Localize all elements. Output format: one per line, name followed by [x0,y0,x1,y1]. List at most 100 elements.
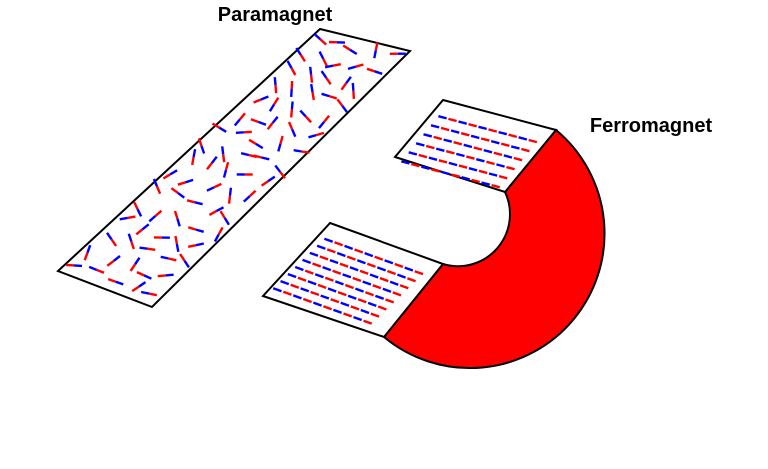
spin-aligned-dash [423,133,433,138]
spin-blue-half [86,244,92,254]
spin-red-half [279,135,284,145]
spin-aligned-dash [350,305,360,311]
spin-red-half [217,226,224,235]
spin-red-half [323,114,331,123]
ferromagnet-label: Ferromagnet [590,115,713,137]
spin-blue-half [374,70,383,75]
spin-aligned-dash [476,158,485,163]
spin-aligned-dash [404,266,414,272]
spin-aligned-dash [421,165,430,170]
spin-aligned-dash [500,142,510,148]
spin-red-half [332,63,342,67]
spin-blue-half [141,223,150,231]
spin-red-half [352,90,356,99]
spin-aligned-dash [356,259,366,265]
spin-red-half [227,195,232,204]
spin-blue-half [277,143,282,152]
spin-aligned-dash [282,290,292,296]
spin-aligned-dash [401,160,410,165]
spin-aligned-dash [287,272,297,279]
spin-aligned-dash [480,137,490,142]
spin-blue-half [221,146,225,155]
spin-blue-half [318,51,325,60]
spin-aligned-dash [369,273,379,279]
spin-red-half [322,58,328,67]
spin-blue-half [206,186,215,192]
spin-aligned-dash [349,266,359,272]
spin-blue-half [255,142,264,150]
spin-aligned-dash [272,287,282,293]
spin-aligned-dash [486,160,495,166]
spin-aligned-dash [463,143,473,149]
spin-blue-half [88,265,98,272]
spin-red-half [110,238,118,247]
spin-red-half [273,96,280,106]
spin-blue-half [169,169,178,176]
spin-aligned-dash [438,159,448,164]
spin-aligned-dash [302,297,313,304]
spin-red-half [170,187,179,194]
spin-blue-half [223,217,230,226]
spin-red-half [147,247,156,251]
spin-aligned-dash [425,144,435,150]
spin-aligned-dash [309,251,319,257]
spin-aligned-dash [302,258,312,265]
spin-red-half [187,244,197,248]
spin-red-half [191,156,195,166]
spin-aligned-dash [518,136,528,141]
spin-blue-half [271,115,279,124]
spin-aligned-dash [498,174,508,180]
spin-blue-half [291,128,297,138]
ferromagnet-horseshoe [261,98,606,370]
spin-blue-half [152,178,159,187]
paramagnet-label: Paramagnet [218,4,333,26]
spin-aligned-dash [354,248,364,254]
spin-aligned-dash [471,178,480,184]
spin-aligned-dash [382,287,392,293]
spin-blue-half [349,48,358,56]
spin-aligned-dash [428,156,438,161]
spin-blue-half [177,191,186,199]
spin-blue-half [341,104,348,113]
spin-aligned-dash [445,150,455,155]
spin-aligned-dash [353,315,363,322]
spin-aligned-dash [300,287,310,293]
spin-aligned-dash [528,138,538,144]
spin-aligned-dash [490,139,500,145]
spin-aligned-dash [343,312,353,318]
spin-aligned-dash [314,273,324,279]
spin-aligned-dash [461,176,471,181]
spin-aligned-dash [448,117,457,123]
spin-aligned-dash [510,145,520,150]
spin-aligned-dash [337,290,347,297]
spin-aligned-dash [292,294,302,300]
spin-aligned-dash [322,305,333,311]
spin-red-half [336,98,344,107]
spin-red-half [260,180,269,187]
spin-blue-half [320,70,328,79]
spin-aligned-dash [336,251,346,258]
spin-aligned-dash [513,156,523,162]
spin-aligned-dash [332,269,342,275]
horseshoe-upper-arm [393,98,558,194]
spin-red-half [301,150,310,154]
spin-aligned-dash [394,262,404,269]
spin-aligned-dash [433,135,443,141]
spin-red-half [290,109,294,118]
paramagnet-outline [56,27,412,309]
spin-aligned-dash [488,172,498,177]
spin-aligned-dash [506,165,515,171]
spin-aligned-dash [280,279,290,286]
spin-aligned-dash [346,255,356,261]
spin-aligned-dash [483,148,493,154]
ferromagnet-lower-spins [272,237,424,325]
spin-red-half [96,268,105,274]
spin-aligned-dash [488,128,498,133]
spin-red-half [253,98,262,104]
spin-red-half [340,82,348,91]
spin-red-half [107,277,117,283]
spin-aligned-dash [363,319,373,325]
spin-aligned-dash [364,291,375,297]
spin-aligned-dash [443,138,453,143]
spin-red-half [187,226,197,231]
